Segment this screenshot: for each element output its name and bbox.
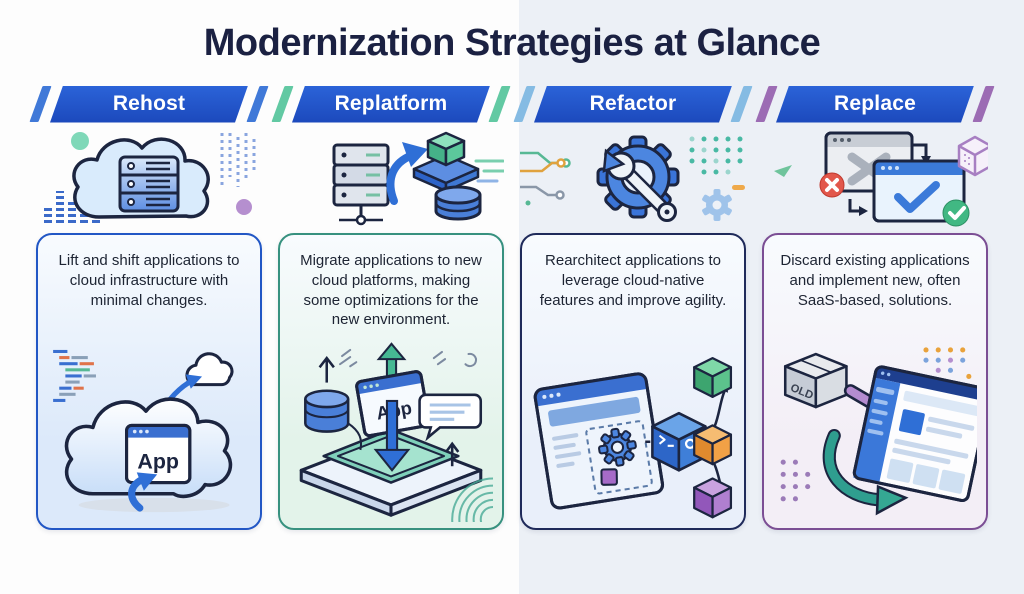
red-x-badge: [819, 172, 845, 198]
server-stack: [118, 155, 180, 213]
database-cylinder: [434, 185, 482, 221]
replatform-banner: Replatform: [292, 86, 490, 123]
server-arrow-platform-database-icon: [332, 131, 504, 226]
banner-right-slash: [246, 86, 269, 122]
refactor-description: Rearchitect applications to leverage clo…: [539, 252, 727, 309]
monolith-to-microservices-illustration: [533, 356, 733, 519]
app-placed-on-new-platform-illustration: App: [299, 342, 493, 522]
replace-banner-row: Replace: [755, 85, 995, 123]
refactor-banner-row: Refactor: [513, 85, 753, 123]
rehost-banner-row: Rehost: [29, 85, 269, 123]
dot-grid-top-right: [923, 347, 972, 380]
column-rehost: Rehost: [29, 85, 269, 530]
rehost-icon-zone: [36, 123, 262, 233]
replace-description: Discard existing applications and implem…: [780, 252, 970, 309]
green-microservice-cube: [693, 356, 733, 398]
sparkle-doodles: [338, 348, 477, 368]
banner-left-slash: [29, 86, 52, 122]
replace-icon-zone: [762, 123, 988, 233]
small-up-arrow: [318, 356, 335, 383]
purple-module: [600, 468, 618, 486]
app-window: App: [125, 423, 192, 485]
old-box: OLD: [783, 352, 848, 409]
banner-left-slash: [513, 86, 536, 122]
replace-banner: Replace: [776, 86, 974, 123]
rehost-description: Lift and shift applications to cloud inf…: [58, 252, 240, 309]
column-refactor: Refactor: [513, 85, 753, 530]
refactor-card: Rearchitect applications to leverage clo…: [520, 233, 746, 530]
green-triangle-decoration: [774, 165, 792, 177]
platform-with-cube: [412, 131, 480, 193]
dot-grid-decoration: [689, 136, 743, 175]
database-cylinder: [304, 389, 363, 451]
rehost-banner-label: Rehost: [112, 92, 186, 115]
elbow-arrow-bottom: [848, 199, 868, 216]
saas-app-window: [852, 365, 977, 503]
banner-right-slash: [488, 86, 511, 122]
wrench-icon: [602, 148, 677, 222]
blue-down-arrow: [373, 399, 411, 472]
code-lines-decoration: [53, 349, 96, 402]
teal-swoosh-arrow: [822, 428, 909, 516]
purple-microservice-cube: [693, 477, 733, 519]
replatform-banner-row: Replatform: [271, 85, 511, 123]
refactor-banner: Refactor: [534, 86, 732, 123]
strategy-columns: Rehost: [0, 85, 1024, 530]
concentric-arcs-decoration: [451, 477, 493, 522]
replatform-card: Migrate applications to new cloud platfo…: [278, 233, 504, 530]
replatform-banner-label: Replatform: [334, 92, 448, 115]
page-title: Modernization Strategies at Glance: [203, 22, 821, 64]
app-lifted-into-cloud-illustration: App: [53, 349, 234, 513]
curved-migration-arrow: [386, 142, 428, 205]
column-replace: Replace: [755, 85, 995, 530]
infographic-page: Modernization Strategies at Glance Rehos…: [0, 22, 1024, 594]
purple-cube-decoration: [957, 135, 988, 177]
old-window-replaced-by-new-window-icon: [774, 131, 988, 227]
old-box-to-new-saas-app-illustration: OLD: [780, 347, 977, 516]
orange-microservice-cube: [693, 424, 733, 466]
dot-grid-decoration: [220, 133, 256, 187]
monolith-window: [533, 372, 665, 510]
small-gear-decoration: [702, 189, 732, 221]
app-label: App: [137, 449, 179, 473]
banner-left-slash: [271, 86, 294, 122]
gear-in-monolith: [598, 427, 637, 467]
green-check-badge: [942, 199, 970, 227]
replatform-icon-zone: [278, 123, 504, 233]
dot-grid-bottom-left: [780, 459, 811, 502]
teal-dot-decoration: [71, 132, 89, 150]
replatform-description: Migrate applications to new cloud platfo…: [300, 252, 482, 329]
orange-dash-decoration: [732, 185, 745, 190]
thin-up-arrow: [445, 441, 460, 467]
circuit-lines-decoration: [520, 151, 571, 206]
shadow: [78, 497, 230, 513]
replace-card: Discard existing applications and implem…: [762, 233, 988, 530]
refactor-banner-label: Refactor: [589, 92, 677, 115]
banner-right-slash: [972, 86, 995, 122]
server-tower: [332, 143, 390, 226]
banner-left-slash: [755, 86, 778, 122]
upload-arrow: [128, 472, 158, 512]
banner-right-slash: [730, 86, 753, 122]
rehost-banner: Rehost: [50, 86, 248, 123]
new-window: [872, 159, 966, 223]
refactor-icon-zone: [520, 123, 746, 233]
gear-with-wrench-icon: [520, 135, 745, 222]
replace-banner-label: Replace: [834, 92, 916, 115]
purple-dot-decoration: [236, 199, 252, 215]
speech-bubble: [418, 393, 483, 442]
column-replatform: Replatform: [271, 85, 511, 530]
cloud-with-server-icon: [44, 132, 256, 223]
rehost-card: Lift and shift applications to cloud inf…: [36, 233, 262, 530]
speed-lines-decoration: [474, 159, 504, 183]
